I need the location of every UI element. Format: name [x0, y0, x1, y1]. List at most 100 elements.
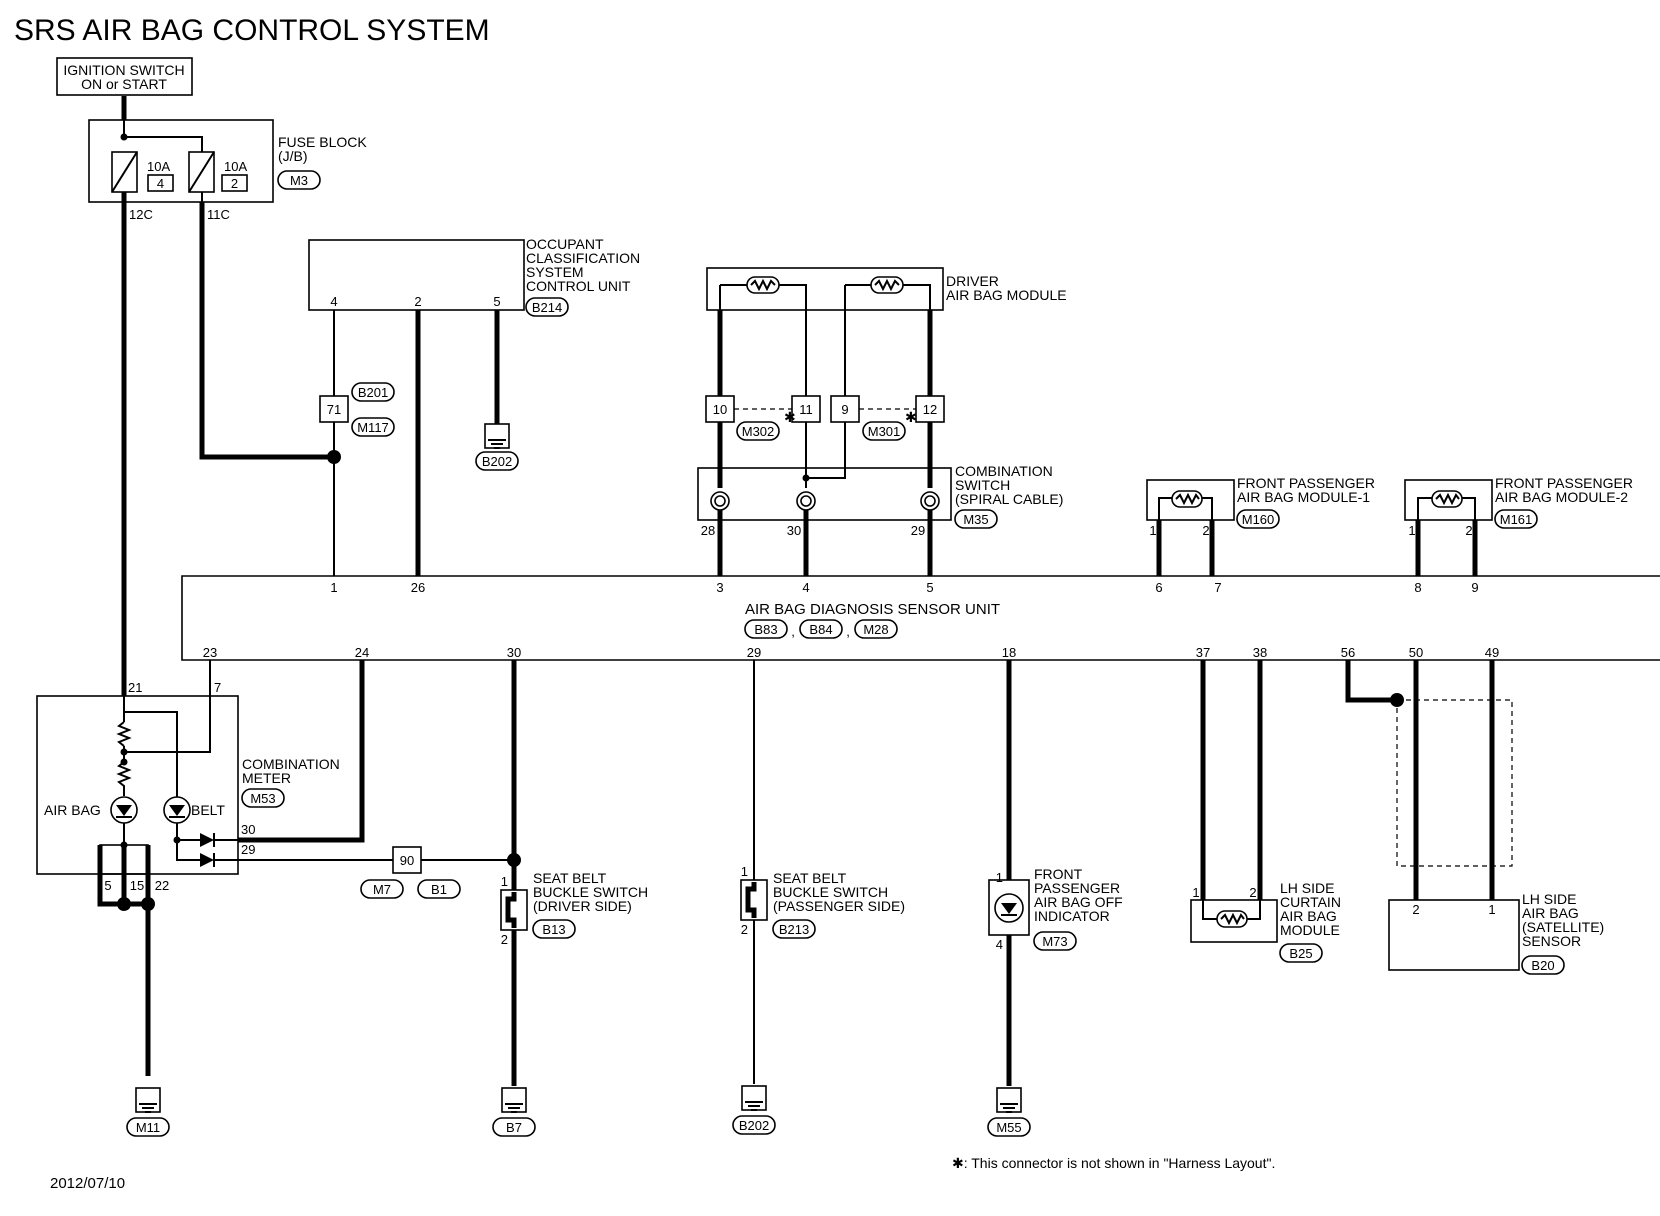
ground-m11-badge [126, 1117, 170, 1137]
inline-connector-71 [319, 395, 349, 423]
satellite-sensor-box [1388, 899, 1520, 971]
ground-symbol [484, 423, 510, 449]
spiral-coil-icon [796, 491, 816, 511]
fuse-block-connector-badge [277, 170, 321, 190]
driver-module-label-1: DRIVER [946, 273, 999, 289]
resistor-icon [116, 721, 132, 747]
wire-11-9-join [805, 422, 846, 479]
occupant-pin-a: 4 [330, 294, 337, 309]
belt-driver-badge [532, 919, 576, 939]
wire-unit56-shield [1345, 660, 1397, 703]
fp-module-2-badge [1494, 509, 1538, 529]
inline-90-badge-b [417, 879, 461, 899]
belt-warning-lamp-icon [163, 796, 191, 824]
inline-90-conn-b: B1 [431, 882, 447, 897]
diagnosis-bottom-pin: 18 [1002, 645, 1016, 660]
inline-71-conn-b: M117 [357, 420, 389, 435]
date-stamp: 2012/07/10 [50, 1175, 125, 1192]
diagnosis-bottom-pin: 23 [203, 645, 217, 660]
diagnosis-bottom-pin: 24 [355, 645, 369, 660]
diagnosis-badge-a [744, 619, 788, 639]
switch-pin-c: 29 [911, 523, 925, 538]
combination-meter-label-2: METER [242, 770, 291, 786]
belt-passenger-pin-b: 2 [741, 922, 748, 937]
inline-71-badge-a [351, 382, 395, 402]
spiral-pin-9: 9 [841, 402, 848, 417]
ground-symbol [996, 1087, 1022, 1113]
diagnosis-top-pin: 5 [926, 580, 933, 595]
combination-meter-connector: M53 [250, 791, 275, 806]
belt-driver-pin-b: 2 [501, 932, 508, 947]
spiral-connector-12 [915, 395, 945, 423]
diagnosis-conn-a: B83 [754, 622, 777, 637]
curtain-badge [1279, 943, 1323, 963]
belt-driver-connector: B13 [542, 922, 565, 937]
fuse-b-rating: 10A [224, 159, 247, 174]
sensor-pin-a: 2 [1412, 902, 1419, 917]
driver-module-box [706, 267, 944, 311]
ground-b202-top: B202 [482, 454, 512, 469]
fp-module-1-label-2: AIR BAG MODULE-1 [1237, 489, 1370, 505]
fuse-block-label-1: FUSE BLOCK [278, 134, 367, 150]
spiral-coil-icon [920, 491, 940, 511]
ignition-switch-box [56, 57, 193, 96]
curtain-pin-b: 2 [1249, 885, 1256, 900]
ground-m11: M11 [136, 1120, 160, 1135]
wire-unit24-to-meter30 [238, 660, 365, 843]
meter-pin-21: 21 [128, 680, 142, 695]
combination-switch-label-3: (SPIRAL CABLE) [955, 491, 1063, 507]
belt-passenger-badge [772, 919, 816, 939]
fuse-a-pin: 12C [129, 207, 153, 222]
sensor-pin-b: 1 [1488, 902, 1495, 917]
ground-b7: B7 [506, 1120, 522, 1135]
occupant-pin-b: 2 [414, 294, 421, 309]
diagnosis-bottom-pin: 38 [1253, 645, 1267, 660]
ground-b7-badge [492, 1117, 536, 1137]
diode-icon [177, 853, 238, 867]
fp-module-1-badge [1236, 509, 1280, 529]
combination-switch-label-2: SWITCH [955, 477, 1010, 493]
occupant-label-1: OCCUPANT [526, 236, 604, 252]
junction-dot [120, 758, 128, 766]
satellite-label-4: SENSOR [1522, 933, 1581, 949]
fuse-bus [123, 120, 203, 152]
fp-module-1-connector: M160 [1242, 512, 1275, 527]
airbag-off-connector: M73 [1042, 934, 1067, 949]
diagnosis-bottom-pin: 37 [1196, 645, 1210, 660]
fp-module-2-pin-b: 2 [1465, 523, 1472, 538]
combination-meter-box [36, 695, 239, 875]
asterisk-icon: ✱ [905, 409, 917, 425]
spiral-badge-a [736, 421, 780, 441]
satellite-connector: B20 [1531, 958, 1554, 973]
asterisk-icon: ✱ [784, 409, 796, 425]
meter-pin-5: 5 [104, 878, 111, 893]
ground-symbol [501, 1087, 527, 1113]
inline-71-badge-b [351, 417, 395, 437]
squib-icon [750, 278, 776, 292]
squib-icon [1435, 492, 1460, 506]
fp-module-1-box [1146, 479, 1235, 521]
diagnosis-bottom-pin: 30 [507, 645, 521, 660]
diagnosis-badge-b [799, 619, 843, 639]
inline-connector-90 [392, 846, 422, 874]
spiral-coil-icon [710, 491, 730, 511]
belt-passenger-label-1: SEAT BELT [773, 870, 847, 886]
belt-passenger-label-2: BUCKLE SWITCH [773, 884, 888, 900]
ground-symbol [135, 1087, 161, 1113]
occupant-connector: B214 [532, 300, 562, 315]
combination-switch-box [697, 467, 952, 521]
wire-fuse-to-junction [199, 202, 334, 460]
inline-90-conn-a: M7 [373, 882, 391, 897]
diagnosis-conn-c: M28 [863, 622, 888, 637]
footnote: ✱: This connector is not shown in "Harne… [952, 1155, 1275, 1171]
airbag-off-label-4: INDICATOR [1034, 908, 1110, 924]
meter-pin-22: 22 [155, 878, 169, 893]
diagnosis-top-pin: 8 [1414, 580, 1421, 595]
spiral-conn-b: M301 [868, 424, 901, 439]
combination-switch-label-1: COMBINATION [955, 463, 1053, 479]
fuse-a-number: 4 [157, 176, 164, 191]
inline-71-number: 71 [327, 402, 341, 417]
occupant-label-3: SYSTEM [526, 264, 584, 280]
satellite-label-2: AIR BAG [1522, 905, 1579, 921]
diagnosis-top-pin: 7 [1214, 580, 1221, 595]
